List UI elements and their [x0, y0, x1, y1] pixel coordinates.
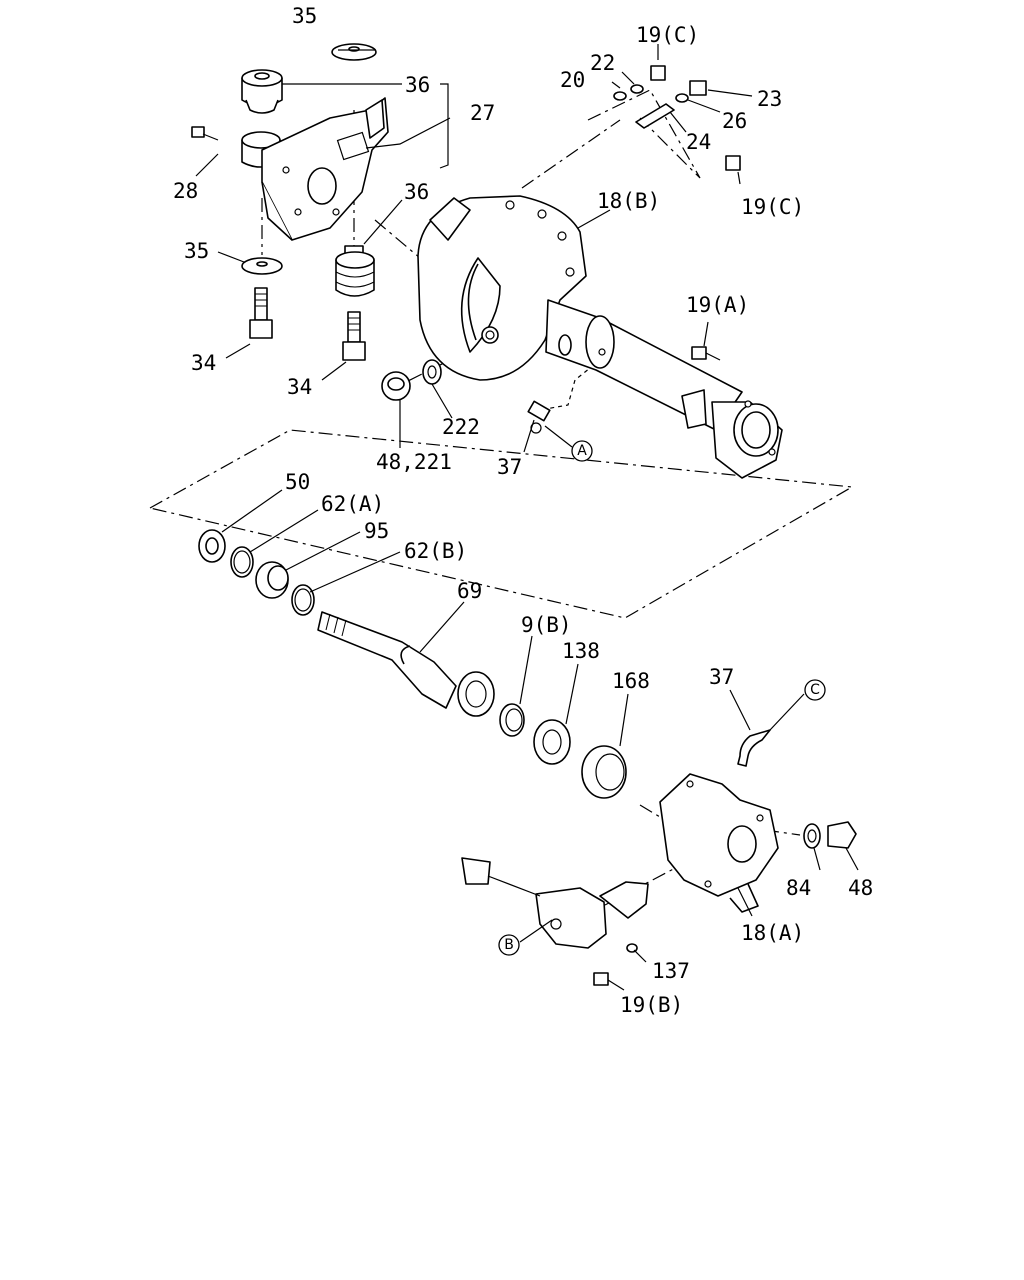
label-19c-mid: 19(C)	[741, 195, 804, 219]
bearing-9b	[499, 703, 525, 737]
label-62b: 62(B)	[404, 539, 467, 563]
label-36-a: 36	[405, 73, 430, 97]
plug-48	[827, 821, 857, 849]
gasket-222	[422, 359, 442, 385]
label-9b: 9(B)	[521, 613, 572, 637]
marker-c: C	[804, 679, 826, 701]
bearing-50	[198, 529, 226, 563]
washer-top	[331, 43, 377, 61]
reference-markers: A B C	[498, 440, 826, 956]
label-23: 23	[757, 87, 782, 111]
label-18a: 18(A)	[741, 921, 804, 945]
label-18b: 18(B)	[597, 189, 660, 213]
label-22: 22	[590, 51, 615, 75]
washer-mid	[241, 257, 283, 275]
label-28: 28	[173, 179, 198, 203]
snap-ring-62b	[291, 584, 315, 616]
part-labels: 35 36 27 28 36 35 34 34 48,221 222 37 19…	[173, 4, 873, 1017]
actuator-motor	[461, 857, 649, 949]
label-222: 222	[442, 415, 480, 439]
rubber-bush-upper	[241, 69, 283, 114]
label-34-a: 34	[191, 351, 216, 375]
bolt-19b	[593, 972, 609, 986]
label-37-bottom: 37	[709, 665, 734, 689]
bolt-34-left	[249, 287, 273, 339]
label-35-mid: 35	[184, 239, 209, 263]
label-48: 48	[848, 876, 873, 900]
breather-37	[527, 400, 551, 434]
marker-b: B	[498, 934, 520, 956]
gear-138	[533, 719, 571, 765]
label-37-top: 37	[497, 455, 522, 479]
label-36-b: 36	[404, 180, 429, 204]
bolt-28	[191, 126, 219, 141]
label-19b: 19(B)	[620, 993, 683, 1017]
tube-flange	[681, 389, 783, 479]
label-26: 26	[722, 109, 747, 133]
label-20: 20	[560, 68, 585, 92]
mount-bracket	[261, 97, 389, 241]
leader-lines	[195, 44, 859, 991]
label-19a: 19(A)	[686, 293, 749, 317]
label-69: 69	[457, 579, 482, 603]
washer-84	[803, 823, 821, 849]
bearing-95	[255, 561, 289, 599]
marker-c-letter: C	[810, 682, 820, 698]
label-35-top: 35	[292, 4, 317, 28]
rubber-bush-lower	[335, 245, 375, 297]
label-84: 84	[786, 876, 811, 900]
label-19c-top: 19(C)	[636, 23, 699, 47]
bolt-19a	[691, 346, 721, 361]
label-95: 95	[364, 519, 389, 543]
label-138: 138	[562, 639, 600, 663]
label-62a: 62(A)	[321, 492, 384, 516]
label-27: 27	[470, 101, 495, 125]
label-24: 24	[686, 130, 711, 154]
drain-plug	[381, 371, 411, 401]
small-parts-top-right	[613, 65, 741, 171]
axle-shaft-69	[317, 611, 495, 717]
bolt-34-right	[342, 311, 366, 361]
label-34-b: 34	[287, 375, 312, 399]
snap-ring-62a	[230, 546, 254, 578]
sleeve-168	[581, 745, 627, 799]
actuator-housing	[659, 773, 779, 913]
mount-bracket-assembly	[191, 43, 389, 361]
label-137: 137	[652, 959, 690, 983]
label-48-221: 48,221	[376, 450, 452, 474]
marker-a-letter: A	[577, 443, 587, 459]
label-50: 50	[285, 470, 310, 494]
label-168: 168	[612, 669, 650, 693]
marker-b-letter: B	[504, 937, 514, 953]
breather-hose-37	[737, 729, 771, 767]
marker-a: A	[571, 440, 593, 462]
